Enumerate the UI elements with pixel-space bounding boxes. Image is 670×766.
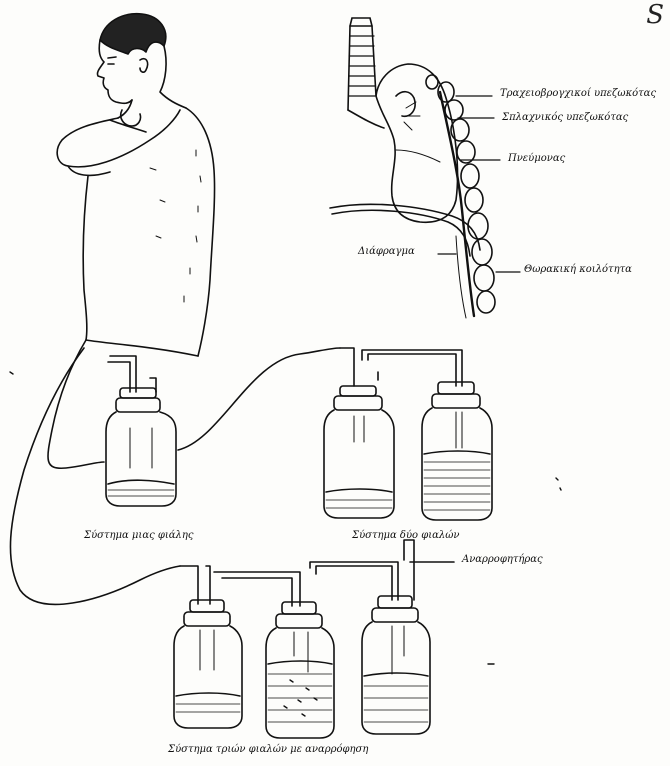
patient-figure	[57, 14, 214, 356]
two-bottle-system-label: Σύστημα δύο φιαλών	[352, 530, 459, 541]
three-bottle-system-label: Σύστημα τριών φιαλών με αναρρόφηση	[168, 744, 368, 755]
bottle-three-b	[266, 602, 334, 738]
bottle-one	[106, 388, 176, 506]
anatomy-label-4: Διάφραγμα	[358, 246, 415, 257]
anatomy-label-5: Θωρακική κοιλότητα	[524, 264, 632, 275]
bottle-three-c	[362, 596, 430, 734]
anatomy-label-1: Τραχειοβρογχικοί υπεζωκότας	[500, 88, 656, 99]
one-bottle-system-label: Σύστημα μιας φιάλης	[84, 530, 194, 541]
bottle-two-b	[422, 382, 492, 520]
anatomy-label-2: Σπλαχνικός υπεζωκότας	[502, 112, 628, 123]
anatomy-label-3: Πνεύμονας	[508, 153, 565, 164]
bottle-three-a	[174, 600, 242, 728]
suction-label: Αναρροφητήρας	[462, 554, 543, 565]
bottle-two-a	[324, 386, 394, 518]
lung-anatomy-inset	[330, 18, 495, 318]
corner-mark: S	[646, 0, 664, 30]
